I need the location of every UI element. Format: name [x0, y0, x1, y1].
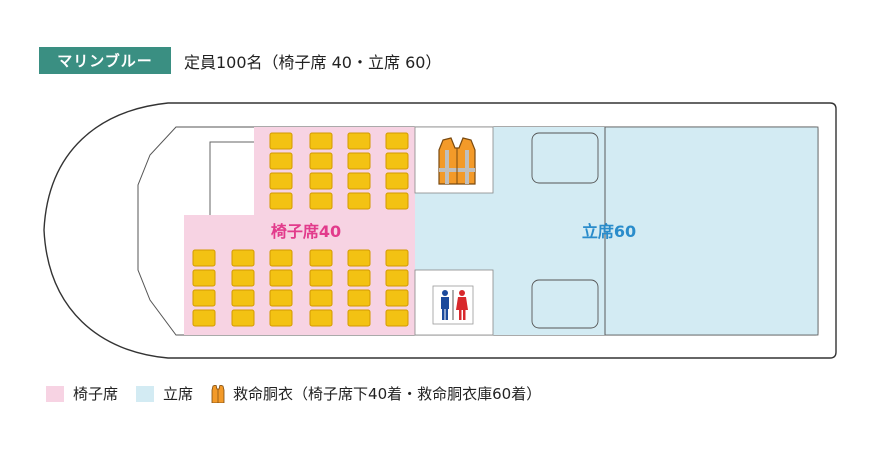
seat [269, 192, 293, 210]
ship-name-badge: マリンブルー [39, 47, 171, 74]
seat [347, 132, 371, 150]
seat [347, 192, 371, 210]
seat [269, 152, 293, 170]
standing-area-right [604, 126, 819, 336]
seat [309, 192, 333, 210]
seat [309, 269, 333, 287]
seat [347, 289, 371, 307]
seat [309, 289, 333, 307]
seat [385, 192, 409, 210]
legend-standing: 立席 [136, 383, 193, 404]
seat [309, 309, 333, 327]
seat [309, 152, 333, 170]
legend-seated: 椅子席 [46, 383, 118, 404]
standing-swatch [136, 385, 155, 402]
seat [385, 172, 409, 190]
legend-standing-label: 立席 [163, 385, 194, 403]
seat [385, 132, 409, 150]
seats-upper [269, 132, 409, 210]
seat [385, 269, 409, 287]
seat [347, 152, 371, 170]
seat [309, 249, 333, 267]
seat [347, 309, 371, 327]
legend-seated-label: 椅子席 [73, 385, 119, 403]
seat [231, 249, 255, 267]
seat [385, 249, 409, 267]
seats-lower [192, 249, 409, 327]
seat [309, 132, 333, 150]
seat [347, 249, 371, 267]
hatch-bottom [531, 279, 599, 329]
seat [192, 269, 216, 287]
seat [385, 152, 409, 170]
helm-wall [209, 141, 254, 215]
seat [269, 269, 293, 287]
seat [192, 289, 216, 307]
hatch-top [531, 132, 599, 184]
seat [269, 249, 293, 267]
seat [385, 289, 409, 307]
seat [309, 172, 333, 190]
seat [269, 172, 293, 190]
legend-vest-label: 救命胴衣（椅子席下40着・救命胴衣庫60着） [233, 385, 542, 403]
restroom-icon [432, 285, 474, 325]
seat [269, 132, 293, 150]
seat [192, 249, 216, 267]
life-vest-icon [438, 137, 476, 185]
legend-vest: 救命胴衣（椅子席下40着・救命胴衣庫60着） [211, 383, 541, 404]
seat [269, 309, 293, 327]
standing-area-label: 立席60 [582, 222, 636, 241]
legend: 椅子席 立席 救命胴衣（椅子席下40着・救命胴衣庫60着） [46, 383, 559, 404]
seated-area-label: 椅子席40 [271, 222, 341, 241]
capacity-text: 定員100名（椅子席 40・立席 60） [184, 53, 442, 72]
seat [347, 269, 371, 287]
seat [347, 172, 371, 190]
seat [192, 309, 216, 327]
seat [385, 309, 409, 327]
seat [231, 269, 255, 287]
life-vest-icon [211, 384, 225, 403]
seat [269, 289, 293, 307]
seat [231, 289, 255, 307]
seat [231, 309, 255, 327]
seated-swatch [46, 385, 64, 402]
